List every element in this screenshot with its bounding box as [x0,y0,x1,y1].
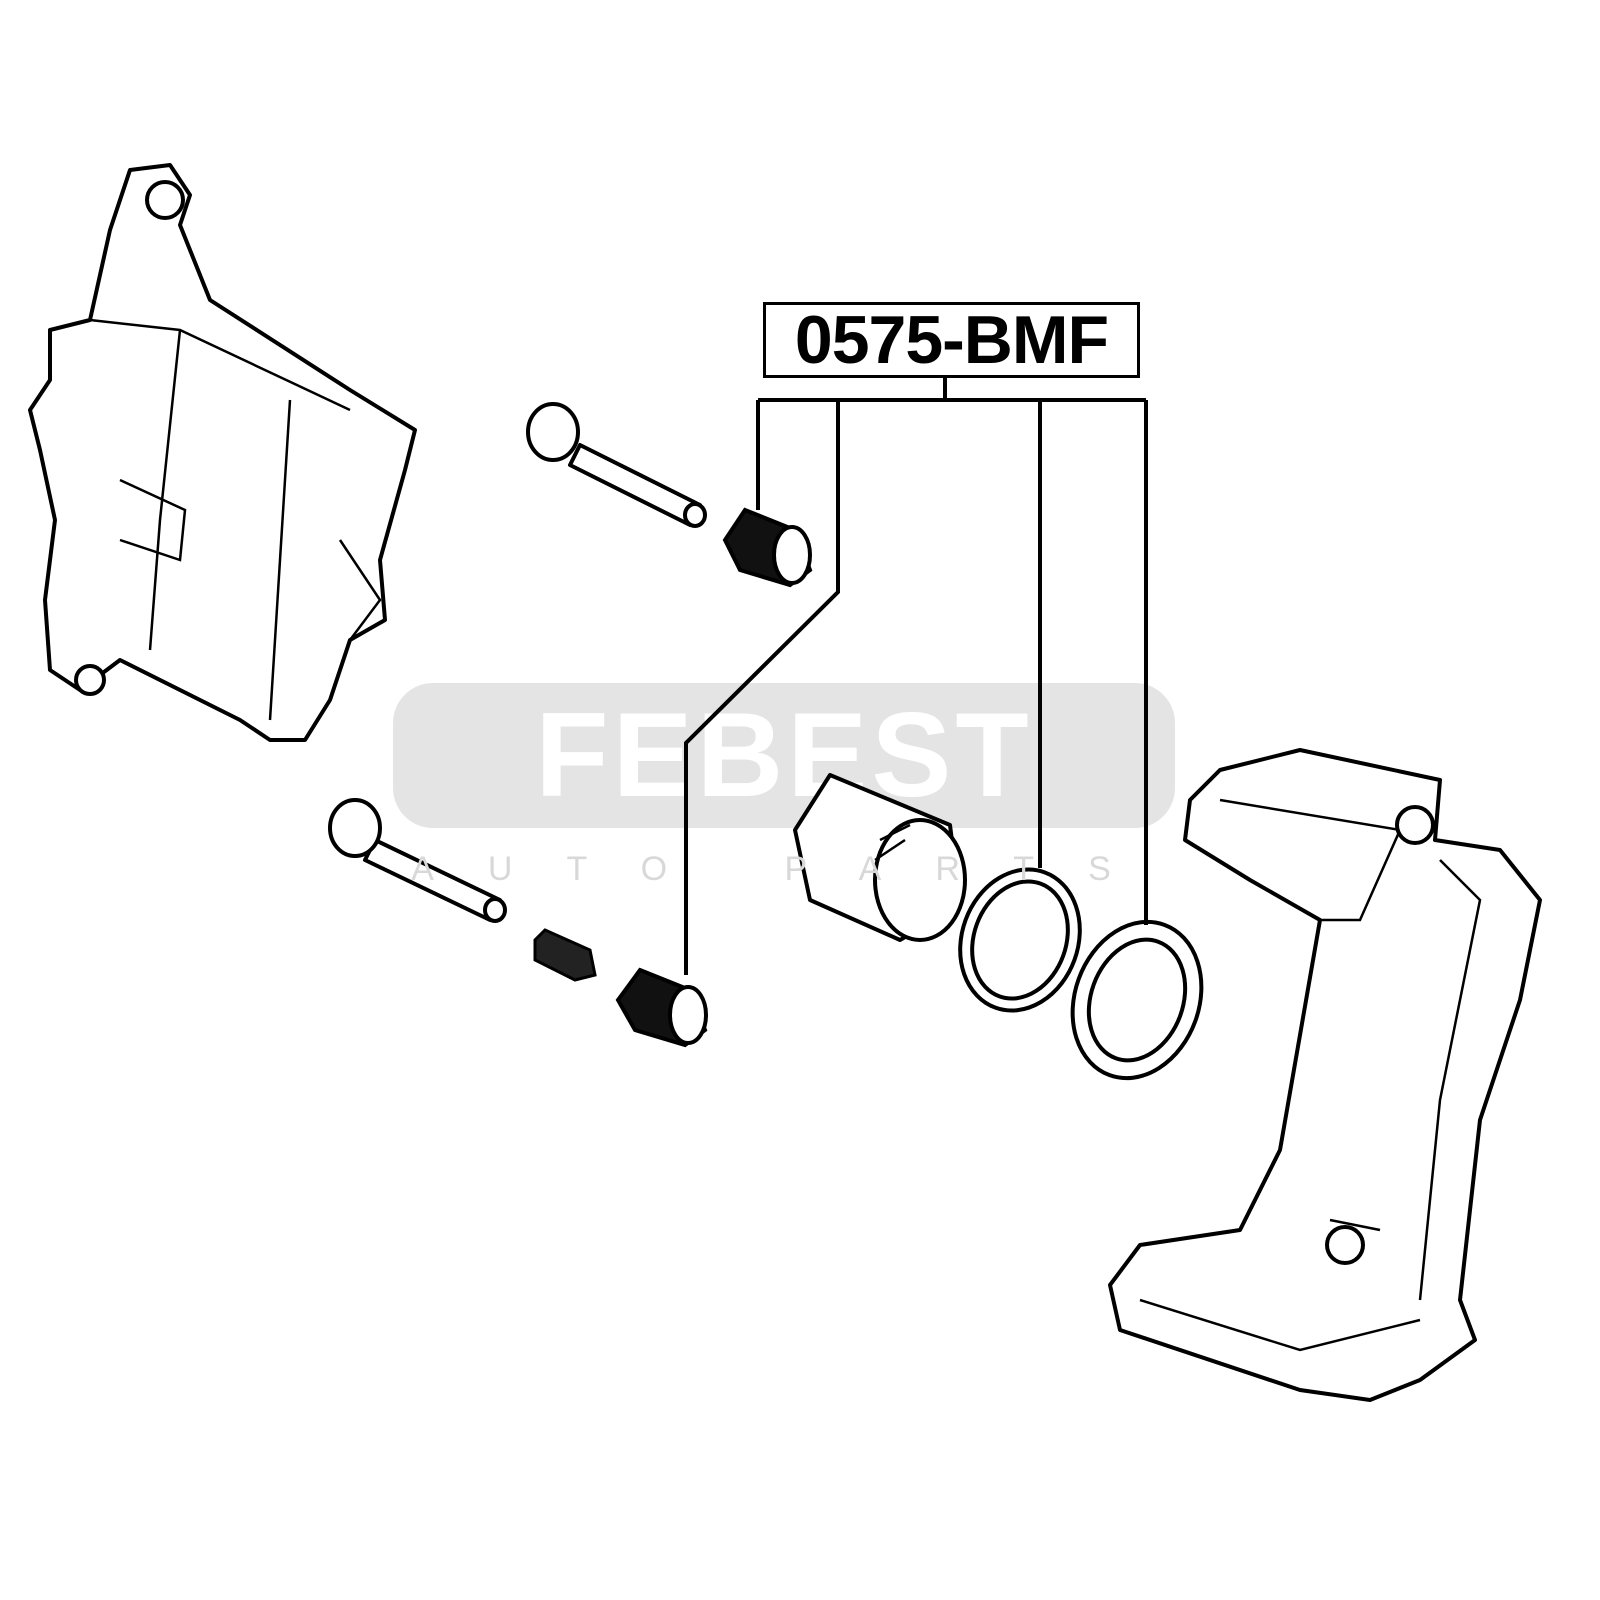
pin-boot-lower [615,967,708,1048]
caliper-piston [793,773,967,942]
watermark-brand: FEBEST [535,688,1033,822]
guide-pin-upper [526,402,707,528]
guide-pin-lower [328,798,507,923]
watermark-tagline: AUTO PARTS [411,850,1165,888]
watermark-logo: FEBEST [393,683,1175,828]
leader-lines [684,378,1148,975]
caliper-housing [28,163,417,742]
dust-boot [1070,919,1204,1081]
part-number-label: 0575-BMF [763,302,1140,378]
guide-sleeve [533,928,597,982]
piston-seal [958,867,1082,1013]
pin-boot-upper [722,507,813,588]
caliper-bracket [1108,748,1542,1402]
